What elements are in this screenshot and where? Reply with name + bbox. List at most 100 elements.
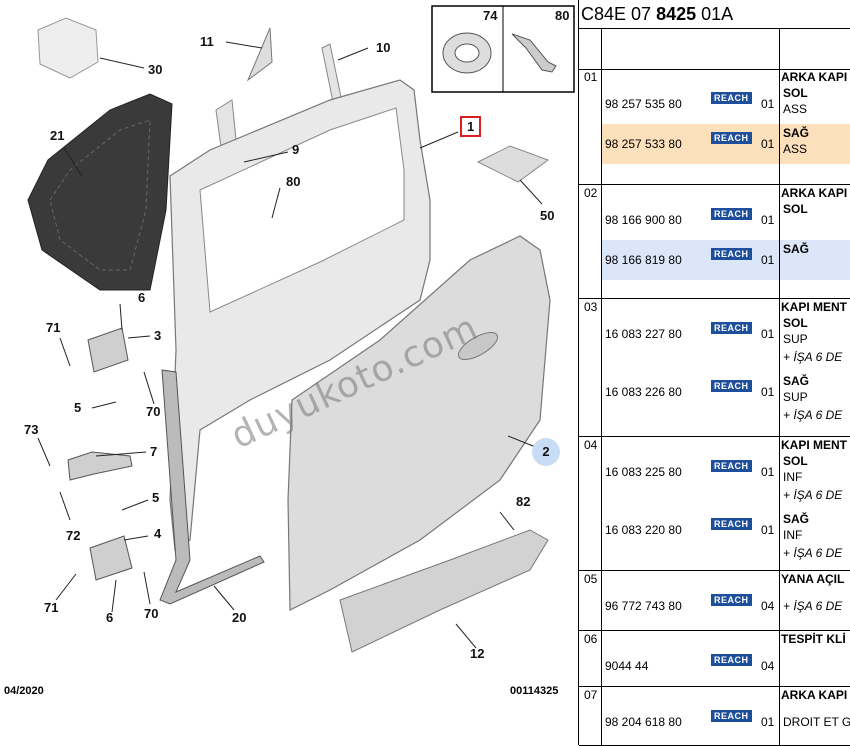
inner-panel-21-detail: [49, 119, 151, 271]
group-number: 07: [584, 688, 598, 702]
callout-10[interactable]: 10: [376, 40, 391, 55]
part-number[interactable]: 16 083 226 80: [605, 385, 682, 399]
part-note: + İŞA 6 DE: [783, 599, 843, 613]
part-note: INF: [783, 470, 803, 484]
group-number: 05: [584, 572, 598, 586]
trim-11: [246, 27, 273, 82]
part-quantity: 01: [761, 137, 775, 151]
part-number[interactable]: 16 083 225 80: [605, 465, 682, 479]
part-number[interactable]: 96 772 743 80: [605, 599, 682, 613]
part-side: SOL: [783, 86, 808, 100]
callout-12[interactable]: 12: [470, 646, 485, 661]
reach-badge: REACH: [711, 208, 752, 220]
group-description: YANA AÇIL: [781, 572, 845, 586]
exploded-parts-diagram: 74 80 30 11 10 1 21 9 80 50 6 71 3 5 70 …: [4, 5, 575, 697]
part-quantity: 01: [761, 253, 775, 267]
part-note: + İŞA 6 DE: [783, 546, 843, 560]
check-strap-7: [67, 451, 133, 481]
part-number[interactable]: 98 257 533 80: [605, 137, 682, 151]
grommets-50: [476, 145, 550, 183]
group-number: 01: [584, 70, 598, 84]
group-description: ARKA KAPI: [781, 70, 848, 84]
callout-72[interactable]: 72: [66, 528, 81, 543]
callout-82[interactable]: 82: [516, 494, 531, 509]
callout-7[interactable]: 7: [150, 444, 158, 459]
table-header-band: [579, 28, 850, 70]
callout-71-lower[interactable]: 71: [44, 600, 59, 615]
callout-3[interactable]: 3: [154, 328, 162, 343]
reach-badge: REACH: [711, 322, 752, 334]
part-note: DROIT ET G: [783, 715, 850, 729]
part-side: SAĞ: [783, 374, 810, 388]
part-number[interactable]: 9044 44: [605, 659, 649, 673]
callout-70-lower[interactable]: 70: [144, 606, 159, 621]
callout-4[interactable]: 4: [154, 526, 162, 541]
part-number[interactable]: 98 166 819 80: [605, 253, 682, 267]
callout-6-upper[interactable]: 6: [138, 290, 146, 305]
part-number[interactable]: 16 083 220 80: [605, 523, 682, 537]
part-note: INF: [783, 528, 803, 542]
lower-moulding-12: [339, 529, 549, 653]
inner-panel-21: [27, 93, 173, 291]
callout-70-upper[interactable]: 70: [146, 404, 161, 419]
part-number[interactable]: 98 257 535 80: [605, 97, 682, 111]
part-number[interactable]: 16 083 227 80: [605, 327, 682, 341]
callout-80[interactable]: 80: [286, 174, 301, 189]
part-quantity: 01: [761, 715, 775, 729]
part-side: SAĞ: [783, 126, 810, 140]
callout-5-lower[interactable]: 5: [152, 490, 160, 505]
callout-80-inset[interactable]: 80: [555, 8, 570, 23]
callout-73[interactable]: 73: [24, 422, 39, 437]
part-quantity: 01: [761, 385, 775, 399]
callout-74[interactable]: 74: [483, 8, 498, 23]
callout-20[interactable]: 20: [232, 610, 247, 625]
callout-5-upper[interactable]: 5: [74, 400, 82, 415]
callout-2[interactable]: 2: [532, 438, 560, 466]
part-quantity: 01: [761, 327, 775, 341]
leader-lines: [37, 41, 543, 649]
group-number: 06: [584, 632, 598, 646]
callout-30[interactable]: 30: [148, 62, 163, 77]
part-number[interactable]: 98 204 618 80: [605, 715, 682, 729]
group-description: KAPI MENT: [781, 438, 847, 452]
reach-badge: REACH: [711, 518, 752, 530]
callout-50[interactable]: 50: [540, 208, 555, 223]
reach-badge: REACH: [711, 132, 752, 144]
upper-hinge-3: [87, 327, 129, 373]
reference-suffix: 01A: [696, 4, 734, 24]
part-note: SUP: [783, 332, 808, 346]
clip-80: [511, 33, 557, 73]
diagram-date: 04/2020: [4, 685, 44, 697]
lower-hinge-4: [89, 535, 133, 581]
part-note: ASS: [783, 102, 808, 116]
screw-pack-30: [37, 17, 99, 79]
callout-9[interactable]: 9: [292, 142, 300, 157]
part-quantity: 01: [761, 97, 775, 111]
callout-11[interactable]: 11: [200, 34, 214, 49]
part-number[interactable]: 98 166 900 80: [605, 213, 682, 227]
callout-71-upper[interactable]: 71: [46, 320, 61, 335]
reach-badge: REACH: [711, 380, 752, 392]
callout-1-selected[interactable]: 1: [460, 116, 482, 137]
callout-21[interactable]: 21: [50, 128, 65, 143]
reference-prefix: C84E 07: [581, 4, 657, 24]
door-skin-2: [287, 235, 551, 611]
callout-6-lower[interactable]: 6: [106, 610, 114, 625]
part-quantity: 04: [761, 599, 775, 613]
